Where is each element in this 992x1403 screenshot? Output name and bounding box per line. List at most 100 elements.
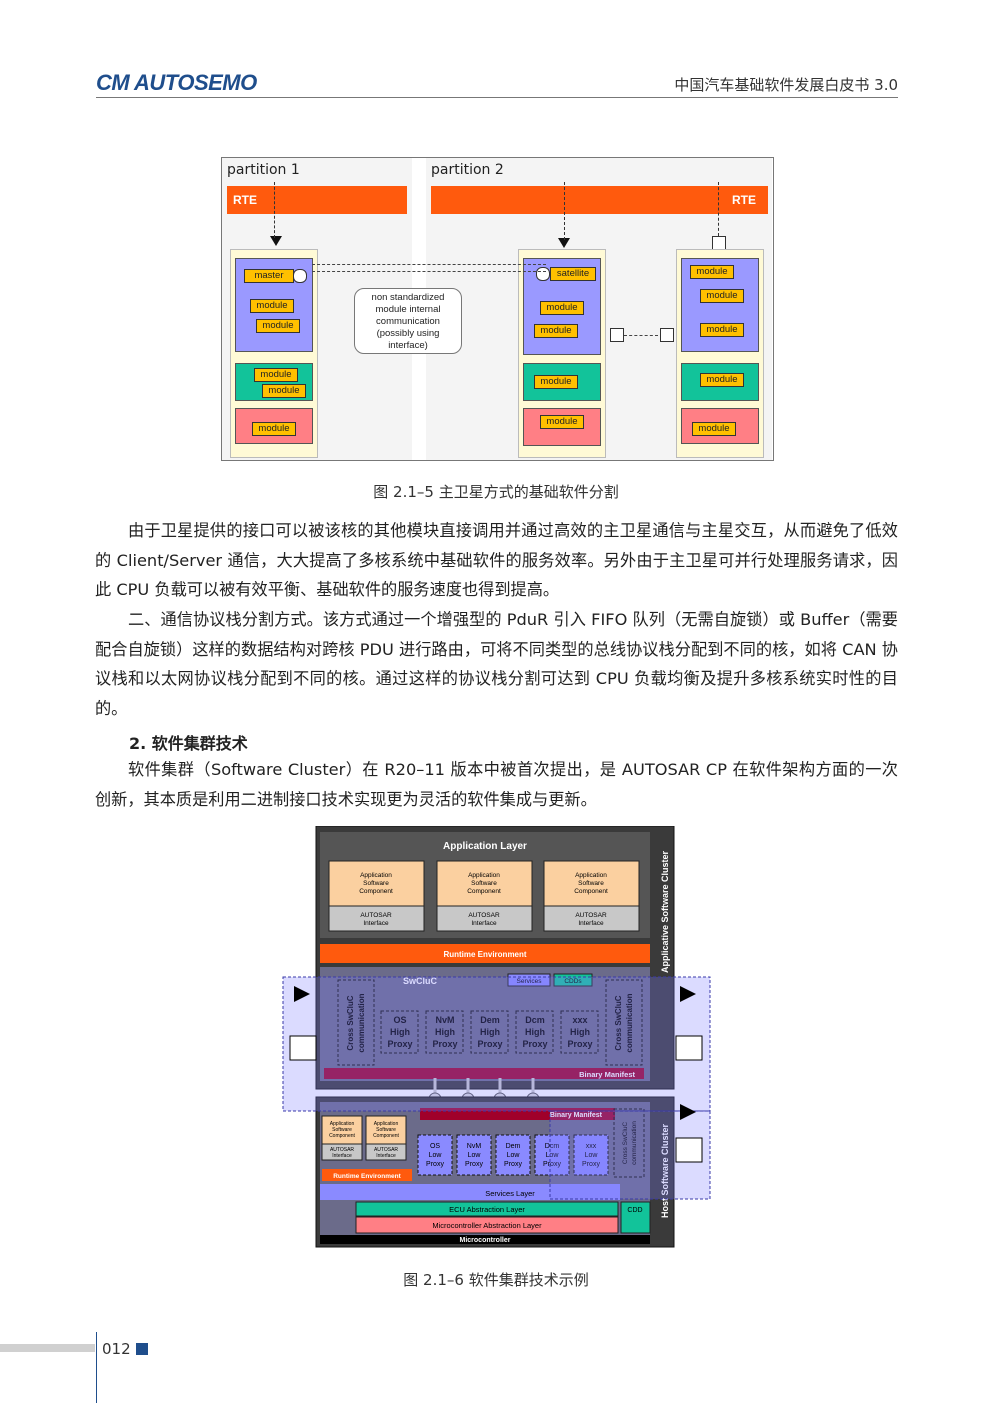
rte-bar-2: RTE: [431, 186, 768, 214]
module-box: module: [692, 422, 736, 436]
host-app-swc-2: Application Software Component AUTOSAR I…: [365, 1115, 407, 1161]
proxy-text: High: [525, 1027, 545, 1037]
proxy-text: OS: [393, 1015, 406, 1025]
proxy-text: Low: [546, 1152, 560, 1159]
proxy-text: Dem: [506, 1143, 521, 1150]
connector-line: [564, 182, 565, 240]
app-swc-3: Application Software Component AUTOSAR I…: [543, 860, 640, 932]
module-box: module: [250, 299, 294, 313]
port-triangle-icon: [294, 986, 310, 1002]
cross-comm-text: Cross SwCluC: [346, 995, 355, 1050]
figure2-caption: 图 2.1–6 软件集群技术示例: [403, 1271, 589, 1289]
satellite-port-icon: [536, 267, 550, 281]
applicative-cluster-label: Applicative Software Cluster: [660, 850, 670, 973]
mcal-label: Microcontroller Abstraction Layer: [432, 1221, 542, 1230]
proxy-text: Proxy: [465, 1161, 483, 1168]
cross-comm-text: Cross SwCluC: [622, 1122, 629, 1165]
proxy-text: xxx: [586, 1143, 597, 1150]
purple-block: master module module: [235, 258, 313, 352]
bubble-line: module internal: [375, 304, 441, 315]
app-swc-1: Application Software Component AUTOSAR I…: [328, 860, 425, 932]
master-module: master: [244, 269, 294, 283]
ecu-abstraction-layer: [355, 1201, 619, 1217]
connector-line: [274, 182, 275, 238]
partition-1-label: partition 1: [227, 162, 300, 178]
swcluc-area: [320, 967, 650, 1081]
module-box: module: [690, 265, 734, 279]
swc-text: Application: [360, 872, 392, 879]
cdds-label: CDDs: [564, 978, 582, 985]
paragraph-3: 软件集群（Software Cluster）在 R20–11 版本中被首次提出，…: [95, 760, 898, 809]
cross-comm-text: Cross SwCluC: [614, 995, 623, 1050]
swc-text: Software: [363, 880, 389, 887]
module-box: module: [700, 289, 744, 303]
proxy-text: Proxy: [567, 1039, 592, 1049]
port-square-icon: [712, 236, 726, 250]
purple-block: module module module: [681, 258, 759, 352]
ecu-abstraction-label: ECU Abstraction Layer: [449, 1205, 525, 1214]
cross-comm-text: communication: [631, 1121, 638, 1165]
runtime-environment-label: Runtime Environment: [443, 950, 526, 959]
module-box: module: [700, 323, 744, 337]
proxy-text: Low: [507, 1152, 521, 1159]
swc-text: Component: [574, 888, 608, 895]
module-box: module: [534, 324, 578, 338]
port-triangle-icon: [680, 1104, 696, 1120]
port-triangle-icon: [558, 238, 570, 248]
module-box: module: [540, 415, 584, 429]
proxy-text: Low: [585, 1152, 599, 1159]
services-layer-label: Services Layer: [485, 1189, 535, 1198]
teal-block: module module: [235, 363, 313, 401]
app-swc-2: Application Software Component AUTOSAR I…: [436, 860, 533, 932]
bubble-line: non standardized: [371, 292, 445, 303]
port-square-icon: [610, 328, 624, 342]
figure1-caption: 图 2.1–5 主卫星方式的基础软件分割: [373, 483, 619, 501]
rte-bar-1: RTE: [227, 186, 407, 214]
swc-text: Component: [329, 1133, 355, 1139]
proxy-text: Low: [429, 1152, 443, 1159]
pink-block: module: [235, 408, 313, 444]
proxy-text: Proxy: [426, 1161, 444, 1168]
paragraph-2: 二、通信协议栈分割方式。该方式通过一个增强型的 PduR 引入 FIFO 队列（…: [95, 610, 898, 718]
interface-text: Interface: [578, 920, 604, 927]
connector-line: [624, 335, 658, 336]
cross-comm-text: communication: [625, 993, 634, 1052]
module-box: module: [262, 384, 306, 398]
high-proxy-row: OS High Proxy NvM High Proxy Dem High Pr…: [380, 1010, 599, 1054]
swc-text: Application: [330, 1121, 355, 1127]
proxy-text: Low: [468, 1152, 482, 1159]
port-square-icon: [675, 1137, 703, 1163]
runtime-environment-bar: [320, 944, 650, 963]
proxy-text: Proxy: [387, 1039, 412, 1049]
port-square-icon: [660, 328, 674, 342]
swc-text: Component: [373, 1133, 399, 1139]
binary-manifest-bar-top: [324, 1068, 644, 1079]
module-box: module: [540, 301, 584, 315]
port-square-icon: [289, 1035, 317, 1061]
port-square-icon: [675, 1035, 703, 1061]
pink-block: module: [681, 408, 759, 444]
swc-text: Software: [471, 880, 497, 887]
mcal-layer: [355, 1216, 619, 1234]
host-app-swc-1: Application Software Component AUTOSAR I…: [321, 1115, 363, 1161]
bubble-line: (possibly using: [376, 328, 440, 339]
binary-manifest-label: Binary Manifest: [550, 1112, 603, 1119]
satellite-module: satellite: [550, 267, 596, 281]
module-box: module: [256, 319, 300, 333]
interface-text: Interface: [376, 1153, 396, 1159]
footer-bar: [0, 1344, 95, 1352]
header-divider: [96, 97, 898, 98]
runtime-environment-label: Runtime Environment: [333, 1173, 401, 1180]
cross-comm-box-right: [605, 979, 643, 1066]
interface-text: Interface: [471, 920, 497, 927]
swc-text: Component: [359, 888, 393, 895]
proxy-text: High: [570, 1027, 590, 1037]
partition-1: partition 1 RTE master module module mod…: [222, 158, 462, 460]
satellite-port-icon: [293, 269, 307, 283]
services-label: Services: [517, 978, 543, 985]
module-box: module: [252, 422, 296, 436]
microcontroller-label: Microcontroller: [460, 1237, 511, 1244]
proxy-text: Proxy: [432, 1039, 457, 1049]
proxy-text: High: [480, 1027, 500, 1037]
proxy-text: Dem: [480, 1015, 500, 1025]
